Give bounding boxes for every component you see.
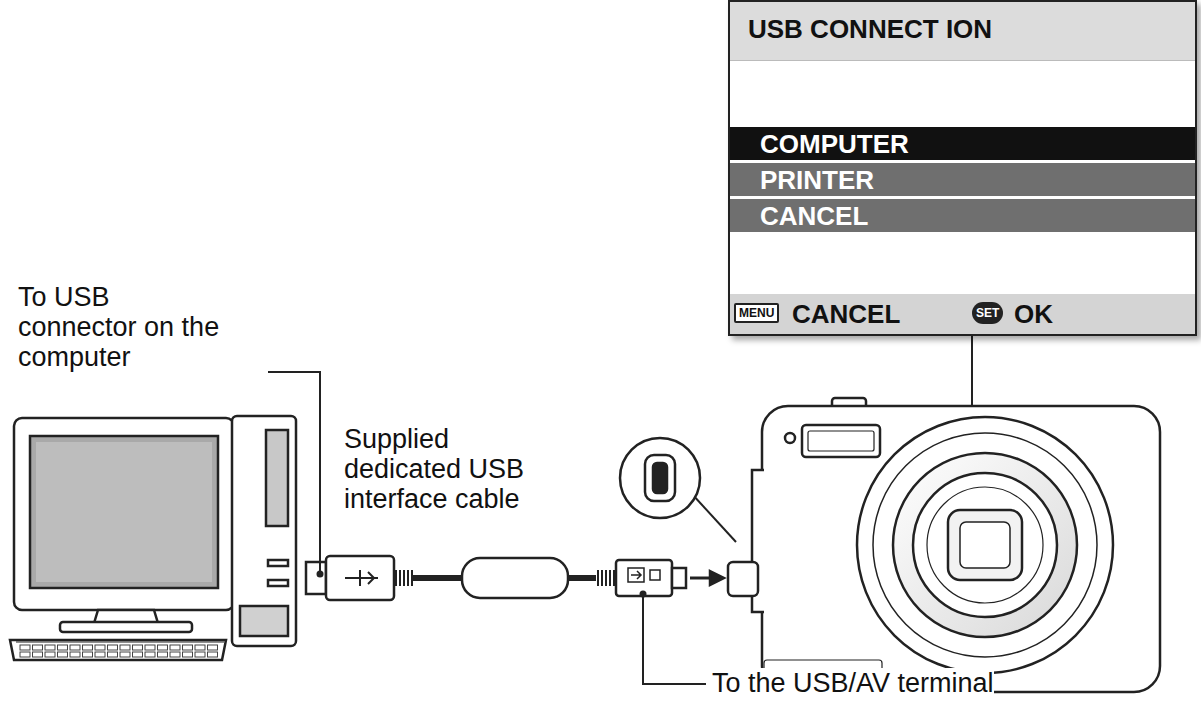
menu-text: COMPUTER bbox=[760, 129, 909, 159]
menu-item-selected: COMPUTER bbox=[730, 127, 1195, 160]
keyboard-key bbox=[58, 645, 68, 650]
keyboard-key bbox=[195, 652, 205, 657]
footer-text: OK bbox=[1014, 299, 1053, 329]
leader-dot bbox=[640, 591, 647, 598]
menu-text: CANCEL bbox=[760, 201, 868, 231]
keyboard-key bbox=[70, 645, 80, 650]
keyboard-key bbox=[183, 645, 193, 650]
keyboard-key bbox=[145, 652, 155, 657]
keyboard-key bbox=[183, 652, 193, 657]
keyboard-key bbox=[20, 645, 30, 650]
keyboard-key bbox=[83, 652, 93, 657]
set-icon: SET bbox=[972, 302, 1003, 324]
keyboard-key bbox=[20, 652, 30, 657]
keyboard-key bbox=[95, 652, 105, 657]
keyboard-key bbox=[108, 652, 118, 657]
keyboard-key bbox=[208, 652, 218, 657]
keyboard-key bbox=[170, 645, 180, 650]
keyboard-key bbox=[83, 645, 93, 650]
keyboard-key bbox=[70, 652, 80, 657]
leader-dot bbox=[317, 571, 324, 578]
keyboard-key bbox=[58, 652, 68, 657]
cable-rib bbox=[597, 570, 599, 586]
cable-rib bbox=[613, 570, 615, 586]
callout-label: To USB connector on the computer bbox=[18, 282, 223, 372]
callout-label: To the USB/AV terminal bbox=[712, 668, 994, 698]
keyboard-key bbox=[95, 645, 105, 650]
cable-rib bbox=[601, 570, 603, 586]
leader-line bbox=[971, 336, 973, 408]
keyboard-key bbox=[120, 652, 130, 657]
computer-figure bbox=[10, 416, 296, 660]
screen-title: USB CONNECT ION bbox=[748, 14, 992, 44]
footer-text: CANCEL bbox=[792, 299, 900, 329]
cable-rib bbox=[407, 570, 409, 586]
keyboard-key bbox=[145, 645, 155, 650]
keyboard-key bbox=[108, 645, 118, 650]
keyboard-key bbox=[208, 645, 218, 650]
cable-rib bbox=[403, 570, 405, 586]
keyboard-key bbox=[158, 652, 168, 657]
keyboard-key bbox=[133, 645, 143, 650]
keyboard-key bbox=[195, 645, 205, 650]
keyboard-key bbox=[45, 645, 55, 650]
keyboard-key bbox=[158, 645, 168, 650]
keyboard-key bbox=[45, 652, 55, 657]
screen-panel: COMPUTER PRINTER CANCEL MENU CANCEL SET OK USB … bbox=[728, 0, 1197, 336]
usb-cable bbox=[306, 556, 724, 600]
footer-bar: MENU CANCEL SET OK bbox=[730, 294, 1195, 334]
cable-rib bbox=[399, 570, 401, 586]
keyboard-key bbox=[120, 645, 130, 650]
menu-icon: MENU bbox=[734, 303, 779, 323]
cable-rib bbox=[605, 570, 607, 586]
leader-line bbox=[643, 596, 706, 684]
menu-item: PRINTER bbox=[730, 163, 1195, 196]
camera-figure bbox=[620, 398, 1160, 692]
keyboard-key bbox=[170, 652, 180, 657]
keyboard-key bbox=[133, 652, 143, 657]
cable-rib bbox=[609, 570, 611, 586]
keyboard-key bbox=[33, 652, 43, 657]
callout-label: Supplied dedicated USB interface cable bbox=[344, 424, 566, 514]
leader-line bbox=[268, 372, 320, 572]
menu-item: CANCEL bbox=[730, 199, 1195, 232]
keyboard-key bbox=[33, 645, 43, 650]
cable-rib bbox=[395, 570, 397, 586]
menu-text: PRINTER bbox=[760, 165, 874, 195]
